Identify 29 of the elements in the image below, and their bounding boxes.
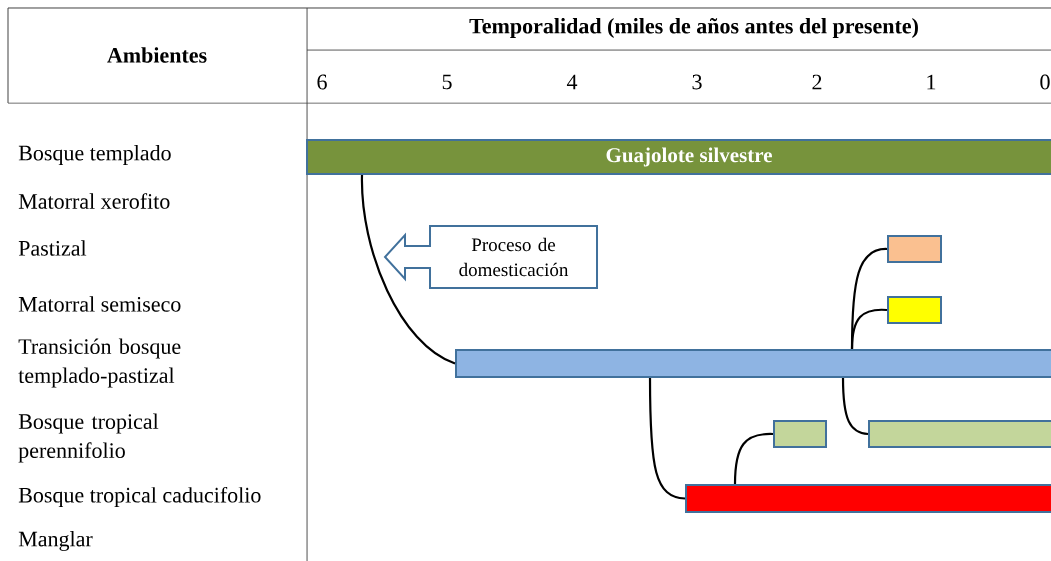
- timeline-bar: [685, 484, 1051, 513]
- row-label: Matorral xerofito: [18, 193, 170, 209]
- tick-label: 5: [442, 74, 452, 90]
- connector-line: [850, 308, 888, 349]
- timeline-bar: [868, 420, 1051, 448]
- timeline-bar: [887, 235, 942, 263]
- tick-label: 0: [1040, 74, 1050, 90]
- tick-label: 3: [692, 74, 702, 90]
- row-label: Bosque templado: [18, 145, 171, 165]
- timeline-bar: [455, 349, 1051, 378]
- tick-label: 2: [812, 74, 822, 90]
- row-label: Bosque tropical perennifolio: [18, 413, 159, 463]
- row-label: Transición bosque templado-pastizal: [18, 338, 181, 388]
- column-header: Ambientes: [107, 47, 207, 63]
- connector-line: [648, 378, 686, 500]
- connector-line: [360, 174, 456, 365]
- timeline-bar: [887, 296, 942, 324]
- tick-label: 1: [927, 74, 936, 90]
- row-label: Matorral semiseco: [18, 296, 181, 312]
- row-label: Manglar: [18, 531, 93, 551]
- tick-label: 6: [317, 74, 327, 90]
- tick-label: 4: [566, 74, 578, 90]
- row-label: Pastizal: [18, 240, 87, 256]
- connector-line: [733, 432, 773, 484]
- timeline-bar: Guajolote silvestre: [306, 139, 1051, 175]
- row-label: Bosque tropical caducifolio: [18, 486, 261, 508]
- timeline-bar: [773, 420, 827, 448]
- connector-line: [841, 377, 869, 436]
- column-header: Temporalidad (miles de años antes del presente): [469, 18, 918, 38]
